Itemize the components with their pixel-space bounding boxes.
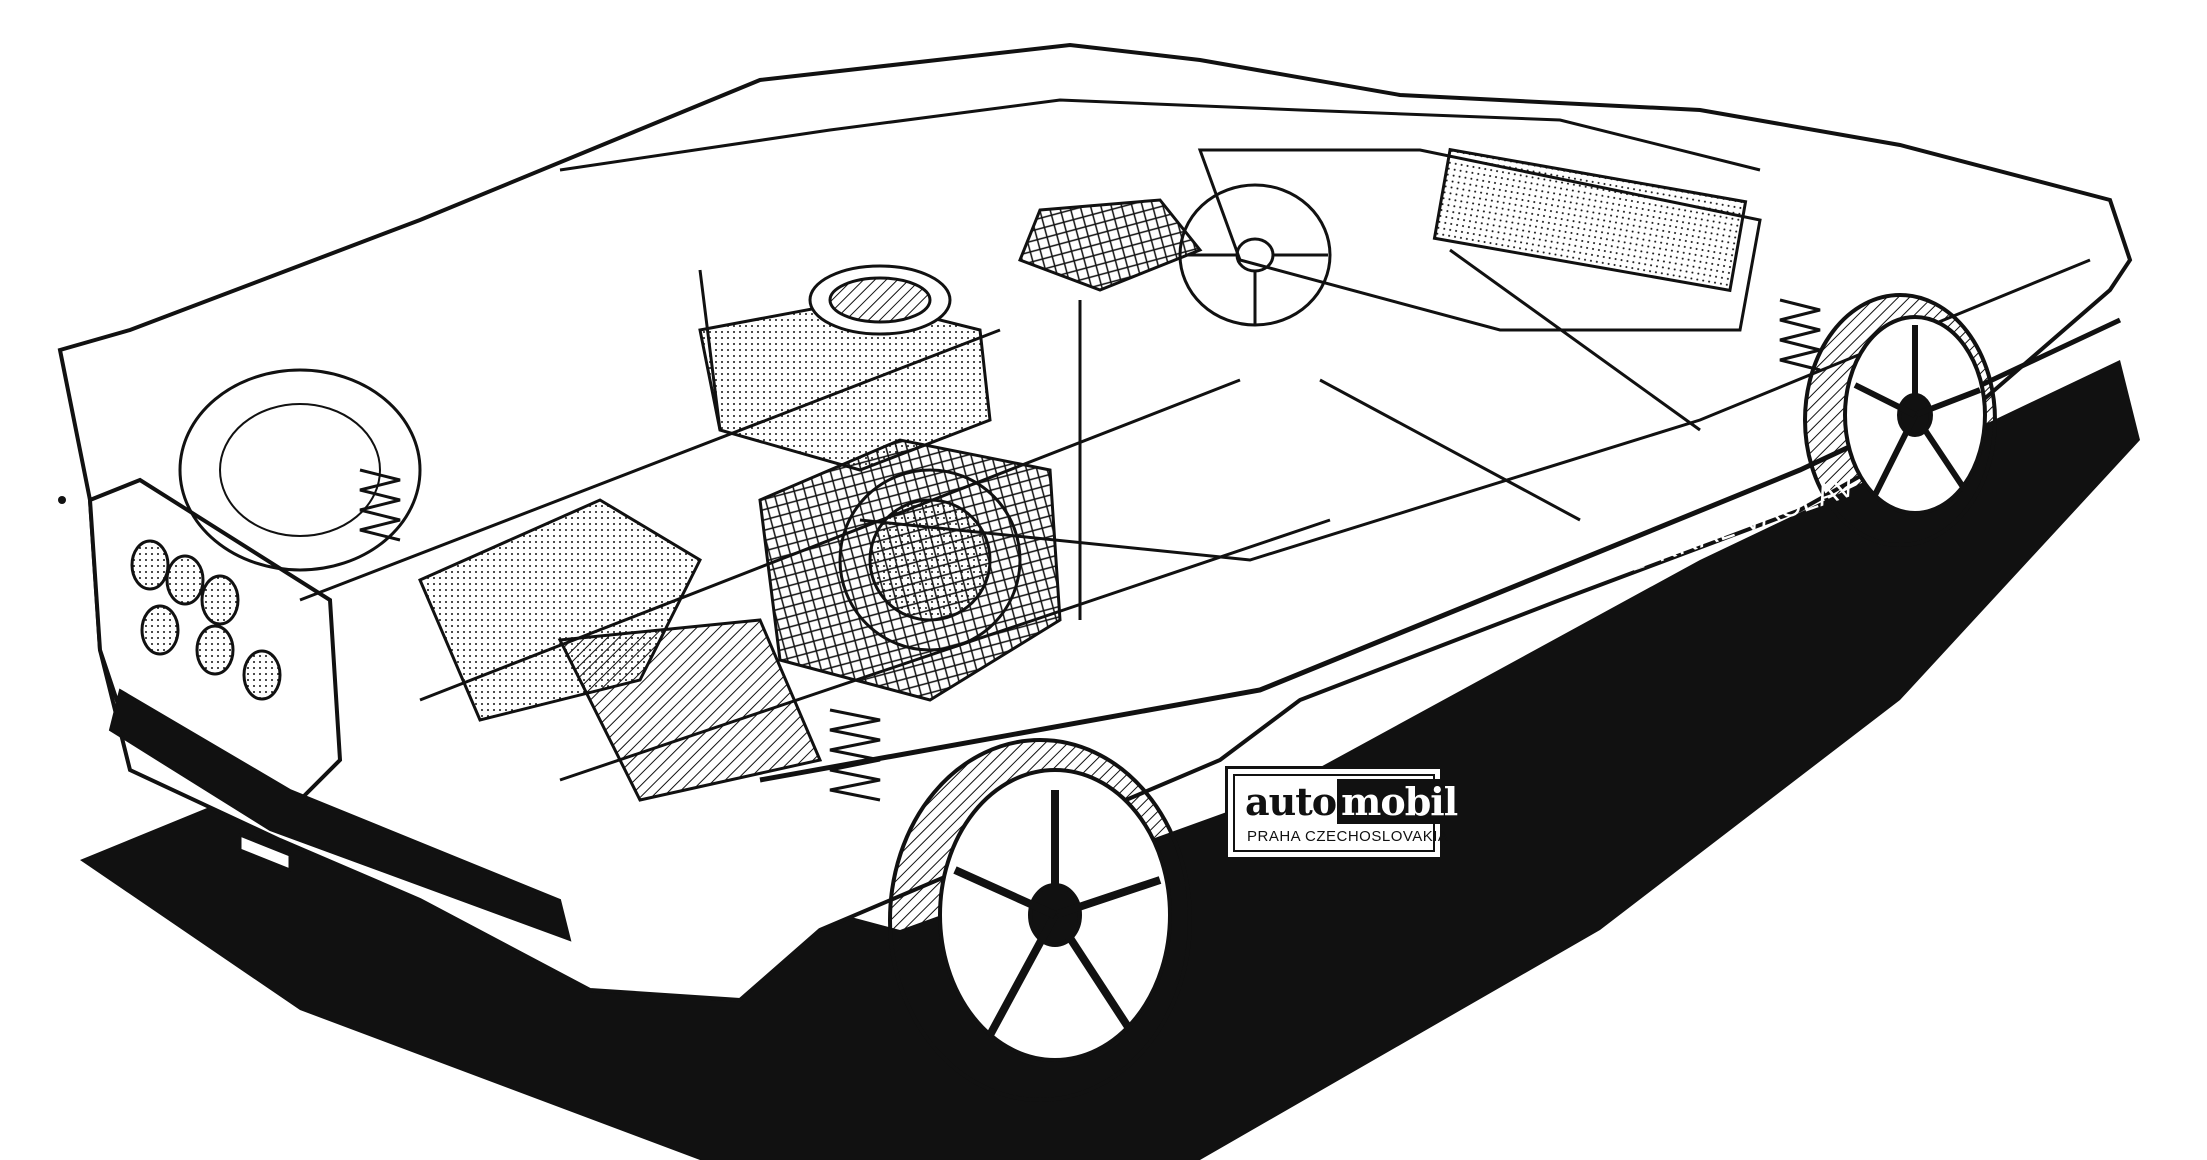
windshield xyxy=(1197,148,1762,332)
badge-location: PRAHA CZECHOSLOVAKIA xyxy=(1247,828,1449,845)
engine-grille xyxy=(1018,198,1203,292)
suspension-springs xyxy=(359,298,1821,802)
exhaust-pipe xyxy=(238,832,292,873)
brand-part-mobil: mobil xyxy=(1337,779,1462,824)
engine-assembly xyxy=(418,264,1062,802)
spare-wheel xyxy=(178,368,422,572)
steering-wheel xyxy=(1178,183,1332,327)
roof-line xyxy=(559,98,1761,172)
front-wheel xyxy=(1803,293,1997,547)
rear-bumper xyxy=(108,688,572,942)
tail-lights xyxy=(130,539,282,701)
paper-speck xyxy=(58,496,66,504)
brand-part-auto: auto xyxy=(1245,779,1337,824)
rear-wheel xyxy=(888,738,1192,1102)
dashboard xyxy=(1432,147,1748,293)
chassis-frame xyxy=(299,248,1701,782)
